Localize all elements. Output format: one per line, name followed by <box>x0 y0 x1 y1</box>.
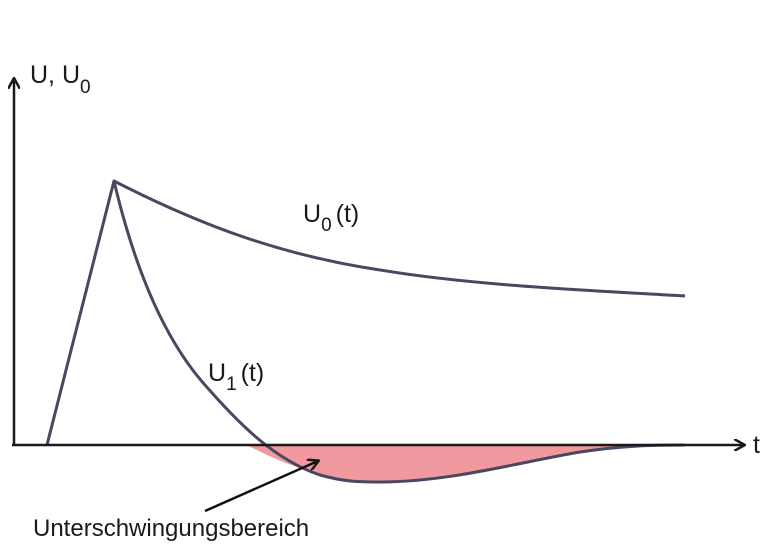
u1-curve <box>45 179 686 484</box>
y-axis-label: U, U0 <box>30 61 91 98</box>
u0-curve <box>113 179 686 298</box>
u0-label-subscript: 0 <box>321 215 332 236</box>
x-axis-label: t <box>753 431 760 459</box>
y-axis-label-main: U, U <box>30 61 80 89</box>
u0-curve-label: U0(t) <box>303 200 359 236</box>
region-caption: Unterschwingungsbereich <box>33 515 309 542</box>
u1-label-suffix: (t) <box>241 359 265 387</box>
u0-label-main: U <box>303 200 321 228</box>
u1-label-subscript: 1 <box>226 374 237 395</box>
undershoot-region <box>247 445 685 482</box>
u1-curve-label: U1(t) <box>208 359 264 395</box>
u0-label-suffix: (t) <box>336 200 360 228</box>
u1-label-main: U <box>208 359 226 387</box>
y-axis-label-subscript: 0 <box>80 77 91 98</box>
region-pointer-line <box>204 461 318 513</box>
